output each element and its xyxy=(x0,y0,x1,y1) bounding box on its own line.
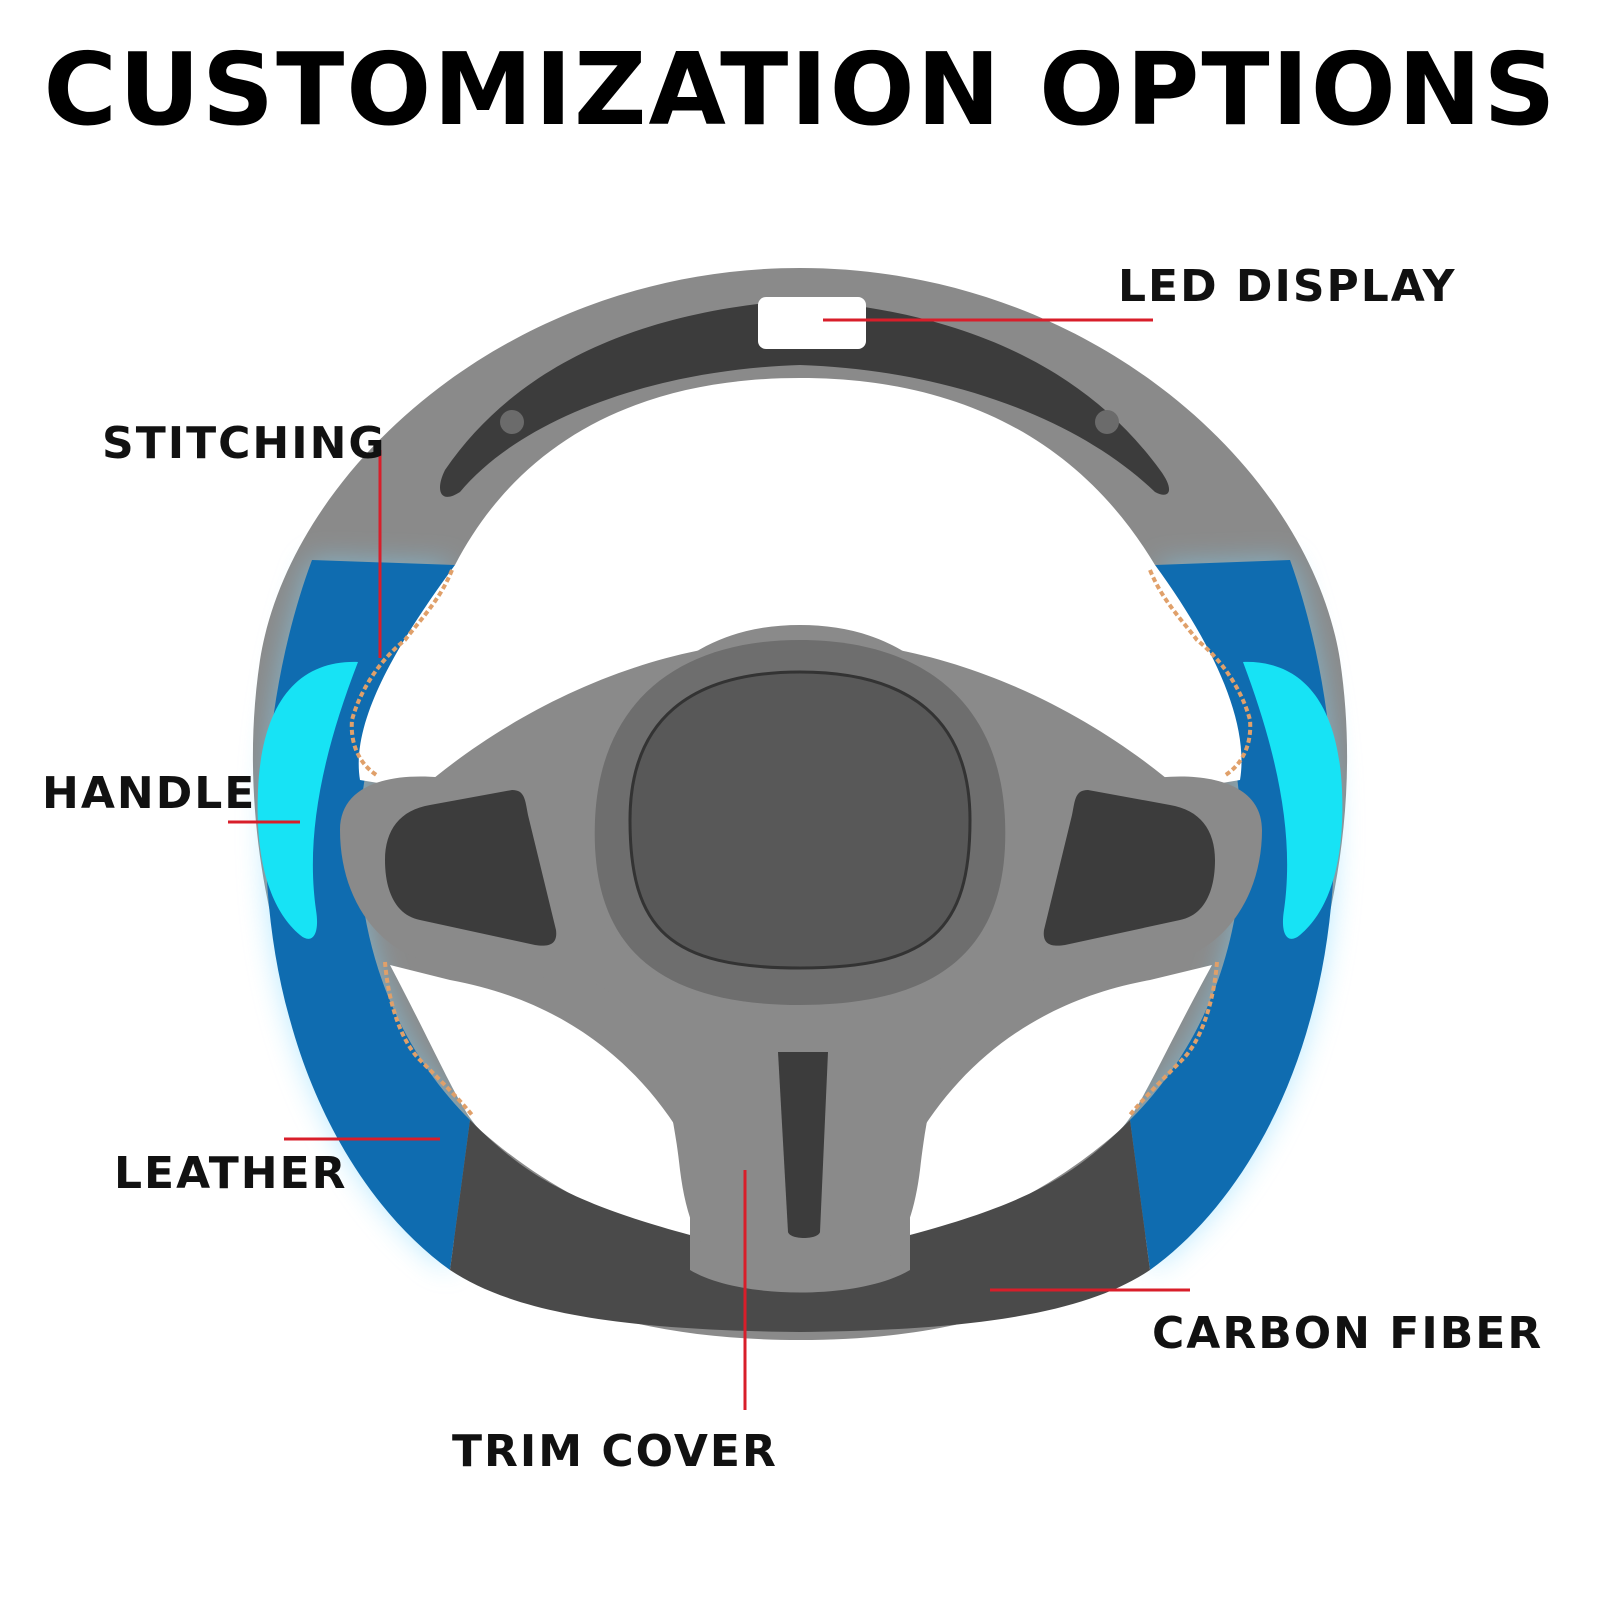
carbon-bottom xyxy=(450,1120,1150,1332)
label-leather: LEATHER xyxy=(114,1148,348,1199)
left-handle xyxy=(257,661,358,939)
right-handle xyxy=(1243,661,1343,939)
led-display-screen xyxy=(758,297,866,349)
airbag-center xyxy=(628,670,972,970)
inner-opening-bottom-right xyxy=(910,965,1212,1235)
led-button-right xyxy=(1095,410,1119,434)
left-control-pad xyxy=(385,790,557,946)
label-led-display: LED DISPLAY xyxy=(1118,261,1457,312)
page-title: CUSTOMIZATION OPTIONS xyxy=(43,31,1558,148)
stitching-upper-right xyxy=(1148,569,1253,778)
led-button-left xyxy=(500,410,524,434)
leader-lines xyxy=(228,318,1190,1410)
label-carbon-fiber: CARBON FIBER xyxy=(1152,1308,1544,1359)
led-strip xyxy=(440,300,1170,497)
label-handle: HANDLE xyxy=(42,768,257,819)
label-trim-cover: TRIM COVER xyxy=(452,1426,778,1477)
inner-opening-top xyxy=(358,378,1242,790)
stitching-upper-left xyxy=(349,569,454,778)
label-stitching: STITCHING xyxy=(102,418,387,469)
inner-opening-bottom-left xyxy=(390,965,690,1235)
stitching-lower-right xyxy=(1128,961,1219,1117)
lower-spoke-slot xyxy=(778,1052,828,1238)
right-control-pad xyxy=(1043,790,1215,946)
stitching-lower-left xyxy=(383,961,474,1117)
